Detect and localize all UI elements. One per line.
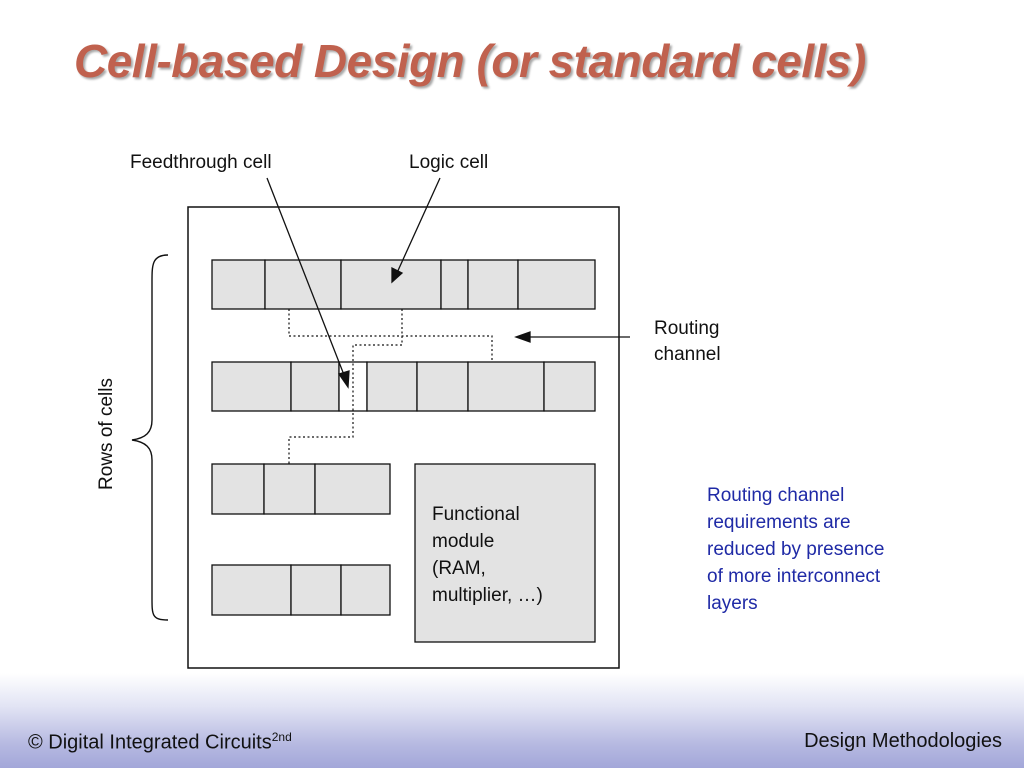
functional-module-line: module bbox=[432, 531, 494, 552]
note-line: requirements are bbox=[707, 512, 851, 533]
cell-row-2 bbox=[211, 361, 596, 412]
pointer-arrows bbox=[266, 177, 630, 389]
routing-wires bbox=[288, 309, 493, 464]
cell bbox=[264, 259, 342, 310]
logic-cell-label: Logic cell bbox=[409, 152, 488, 173]
footer-band bbox=[0, 673, 1024, 768]
logic-arrow-line bbox=[395, 177, 441, 276]
cell bbox=[467, 259, 519, 310]
functional-module-line: multiplier, …) bbox=[432, 585, 543, 606]
functional-module-line: (RAM, bbox=[432, 558, 486, 579]
feedthrough-cell-label: Feedthrough cell bbox=[130, 152, 272, 173]
note-line: reduced by presence bbox=[707, 539, 885, 560]
rows-of-cells-label: Rows of cells bbox=[96, 378, 117, 490]
rows-brace bbox=[131, 254, 169, 621]
cell bbox=[366, 361, 418, 412]
cell bbox=[340, 564, 391, 616]
cell bbox=[290, 361, 340, 412]
routing-arrowhead bbox=[514, 331, 531, 343]
cell-row-1 bbox=[211, 259, 596, 310]
cell bbox=[263, 463, 316, 515]
slide-title: Cell-based Design (or standard cells) bbox=[74, 35, 866, 87]
cell bbox=[517, 259, 596, 310]
footer-copyright-text: © Digital Integrated Circuits bbox=[28, 731, 272, 754]
cell-row-4 bbox=[211, 564, 391, 616]
cell bbox=[211, 361, 292, 412]
cell bbox=[467, 361, 545, 412]
cell bbox=[211, 463, 265, 515]
footer-section-title: Design Methodologies bbox=[804, 730, 1002, 752]
cell-row-3 bbox=[211, 463, 391, 515]
routing-wire bbox=[288, 309, 493, 362]
cell bbox=[211, 259, 266, 310]
cell bbox=[543, 361, 596, 412]
note-line: layers bbox=[707, 593, 758, 614]
note-line: Routing channel bbox=[707, 485, 845, 506]
feedthrough-arrow-line bbox=[266, 177, 347, 381]
cell bbox=[290, 564, 342, 616]
cell bbox=[211, 564, 292, 616]
edition-superscript: 2nd bbox=[271, 730, 292, 744]
routing-channel-label-1: Routing bbox=[654, 318, 720, 339]
logic-arrowhead bbox=[391, 266, 404, 284]
routing-note: Routing channel requirements are reduced… bbox=[707, 482, 947, 617]
routing-channel-label-2: channel bbox=[654, 344, 721, 365]
footer-copyright: © Digital Integrated Circuits2nd bbox=[28, 730, 292, 755]
functional-module-line: Functional bbox=[432, 504, 520, 525]
cell bbox=[440, 259, 469, 310]
cell bbox=[314, 463, 391, 515]
note-line: of more interconnect bbox=[707, 566, 881, 587]
cell bbox=[416, 361, 469, 412]
logic-cell-box bbox=[340, 259, 442, 310]
functional-module-box bbox=[414, 463, 596, 643]
functional-module-label: Functional module (RAM, multiplier, …) bbox=[432, 504, 543, 606]
routing-wire bbox=[288, 309, 403, 464]
feedthrough-arrowhead bbox=[337, 370, 350, 389]
